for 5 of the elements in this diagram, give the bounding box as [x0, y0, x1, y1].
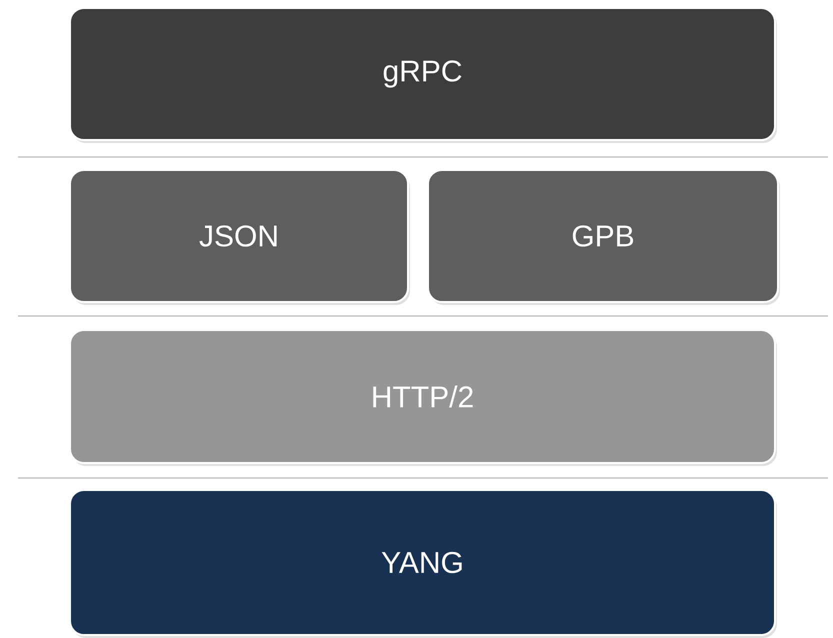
layer-box: gRPC [69, 7, 777, 143]
layer-box: HTTP/2 [69, 329, 777, 466]
layer-box: GPB [427, 169, 780, 305]
layer-box: JSON [69, 169, 410, 305]
layer-box: YANG [69, 489, 777, 638]
